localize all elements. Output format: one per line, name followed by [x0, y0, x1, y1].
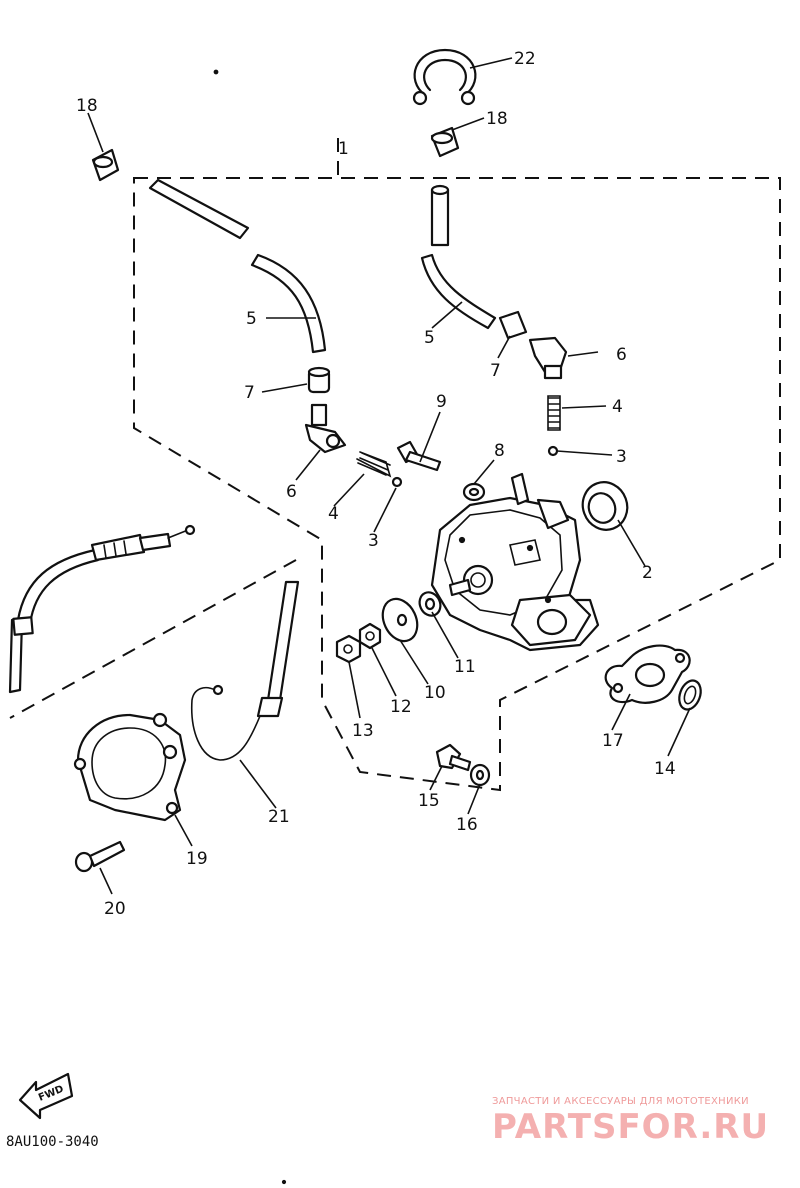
- watermark-tagline: ЗАПЧАСТИ И АКСЕССУАРЫ ДЛЯ МОТОТЕХНИКИ: [492, 1096, 749, 1107]
- callout-12: 12: [390, 697, 412, 717]
- bolt-part-15: [435, 743, 472, 772]
- callout-14: 14: [654, 759, 676, 779]
- callout-3-left: 3: [368, 531, 379, 551]
- screw-part-20: [74, 840, 126, 873]
- nut-part-12: [358, 622, 382, 650]
- washer-part: [462, 482, 486, 502]
- pump-cable-part: [8, 524, 196, 694]
- collar-part-left: [91, 148, 120, 182]
- o-ring-part: [678, 679, 702, 711]
- callout-16: 16: [456, 815, 478, 835]
- assembly-boundary: [9, 138, 781, 792]
- union-fitting-right-part: [528, 336, 568, 380]
- lead-wire-part: [190, 580, 300, 761]
- callout-13: 13: [352, 721, 374, 741]
- callout-2: 2: [642, 563, 653, 583]
- nut-part-13: [335, 634, 362, 664]
- callout-19: 19: [186, 849, 208, 869]
- check-ball-left-part: [391, 476, 403, 488]
- pump-plate-part: [381, 597, 419, 643]
- oil-hose-right-part: [420, 184, 497, 330]
- leader-lines: [87, 57, 691, 895]
- hose-clip-left-part: [307, 366, 331, 394]
- hose-clip-right-part: [498, 310, 528, 340]
- callout-17: 17: [602, 731, 624, 751]
- callout-4-right: 4: [612, 397, 623, 417]
- site-watermark: ЗАПЧАСТИ И АКСЕССУАРЫ ДЛЯ МОТОТЕХНИКИ PA…: [492, 1096, 769, 1147]
- callout-5-right: 5: [424, 328, 435, 348]
- plain-washer-part: [418, 591, 442, 617]
- callout-20: 20: [104, 899, 126, 919]
- oil-pump-body-part: [430, 472, 600, 652]
- callout-21: 21: [268, 807, 290, 827]
- washer-part-16: [469, 763, 491, 787]
- callout-group-1: 1: [338, 139, 349, 159]
- check-ball-right-part: [547, 445, 559, 457]
- watermark-site: PARTSFOR.RU: [492, 1107, 769, 1147]
- diagram-code: 8AU100-3040: [6, 1134, 99, 1150]
- collar-part-right: [430, 126, 460, 158]
- spring-left-part: [356, 451, 392, 478]
- callout-3-right: 3: [616, 447, 627, 467]
- union-fitting-left-part: [304, 403, 347, 454]
- callout-10: 10: [424, 683, 446, 703]
- callout-numbers: 1 18 22 18 5 5 7 7 6 6 4 4 3 3 9 8 2 10 …: [76, 49, 676, 919]
- bleed-bolt-part: [396, 440, 442, 472]
- forward-arrow-icon: FWD: [18, 1072, 74, 1120]
- callout-7-right: 7: [490, 361, 501, 381]
- callout-22: 22: [514, 49, 536, 69]
- hose-clamp-part: [412, 48, 477, 106]
- callout-7-left: 7: [244, 383, 255, 403]
- callout-9: 9: [436, 392, 447, 412]
- callout-11: 11: [454, 657, 476, 677]
- callout-15: 15: [418, 791, 440, 811]
- callout-18-left: 18: [76, 96, 98, 116]
- callout-6-left: 6: [286, 482, 297, 502]
- callout-18-right: 18: [486, 109, 508, 129]
- callout-6-right: 6: [616, 345, 627, 365]
- callout-4-left: 4: [328, 504, 339, 524]
- gasket-part: [604, 644, 691, 704]
- pump-cover-part: [73, 712, 187, 822]
- callout-5-left: 5: [246, 309, 257, 329]
- spring-right-part: [547, 395, 561, 431]
- oil-hose-left-part: [148, 178, 327, 354]
- callout-8: 8: [494, 441, 505, 461]
- oil-seal-part: [581, 481, 629, 531]
